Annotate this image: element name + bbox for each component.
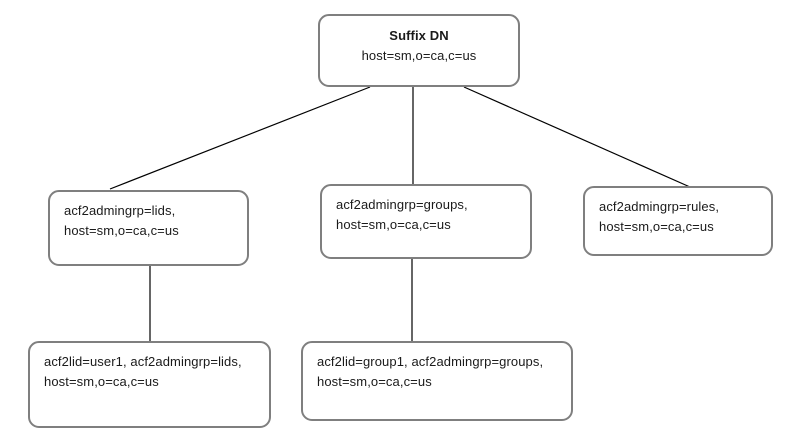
node-lid-group1-line-2: host=sm,o=ca,c=us — [317, 374, 432, 390]
node-lid-user1[interactable]: acf2lid=user1, acf2admingrp=lids, host=s… — [28, 341, 271, 428]
node-lid-group1[interactable]: acf2lid=group1, acf2admingrp=groups, hos… — [301, 341, 573, 421]
edge-root-to-lids — [109, 86, 371, 190]
node-admingrp-lids-line-1: acf2admingrp=lids, — [64, 203, 176, 218]
node-suffix-dn-line-2: host=sm,o=ca,c=us — [361, 48, 477, 64]
node-suffix-dn-line-1: Suffix DN — [389, 28, 449, 43]
edge-root-to-rules — [463, 86, 691, 188]
node-lid-user1-line-1: acf2lid=user1, acf2admingrp=lids, — [44, 354, 242, 369]
node-admingrp-rules[interactable]: acf2admingrp=rules, host=sm,o=ca,c=us — [583, 186, 773, 256]
node-suffix-dn[interactable]: Suffix DN host=sm,o=ca,c=us — [318, 14, 520, 87]
node-admingrp-lids[interactable]: acf2admingrp=lids, host=sm,o=ca,c=us — [48, 190, 249, 266]
node-admingrp-groups-line-1: acf2admingrp=groups, — [336, 197, 468, 212]
node-admingrp-groups[interactable]: acf2admingrp=groups, host=sm,o=ca,c=us — [320, 184, 532, 259]
node-admingrp-rules-line-1: acf2admingrp=rules, — [599, 199, 720, 214]
node-admingrp-lids-line-2: host=sm,o=ca,c=us — [64, 223, 179, 239]
node-lid-group1-line-1: acf2lid=group1, acf2admingrp=groups, — [317, 354, 544, 369]
node-admingrp-groups-line-2: host=sm,o=ca,c=us — [336, 217, 451, 233]
node-admingrp-rules-line-2: host=sm,o=ca,c=us — [599, 219, 714, 235]
node-lid-user1-line-2: host=sm,o=ca,c=us — [44, 374, 159, 390]
